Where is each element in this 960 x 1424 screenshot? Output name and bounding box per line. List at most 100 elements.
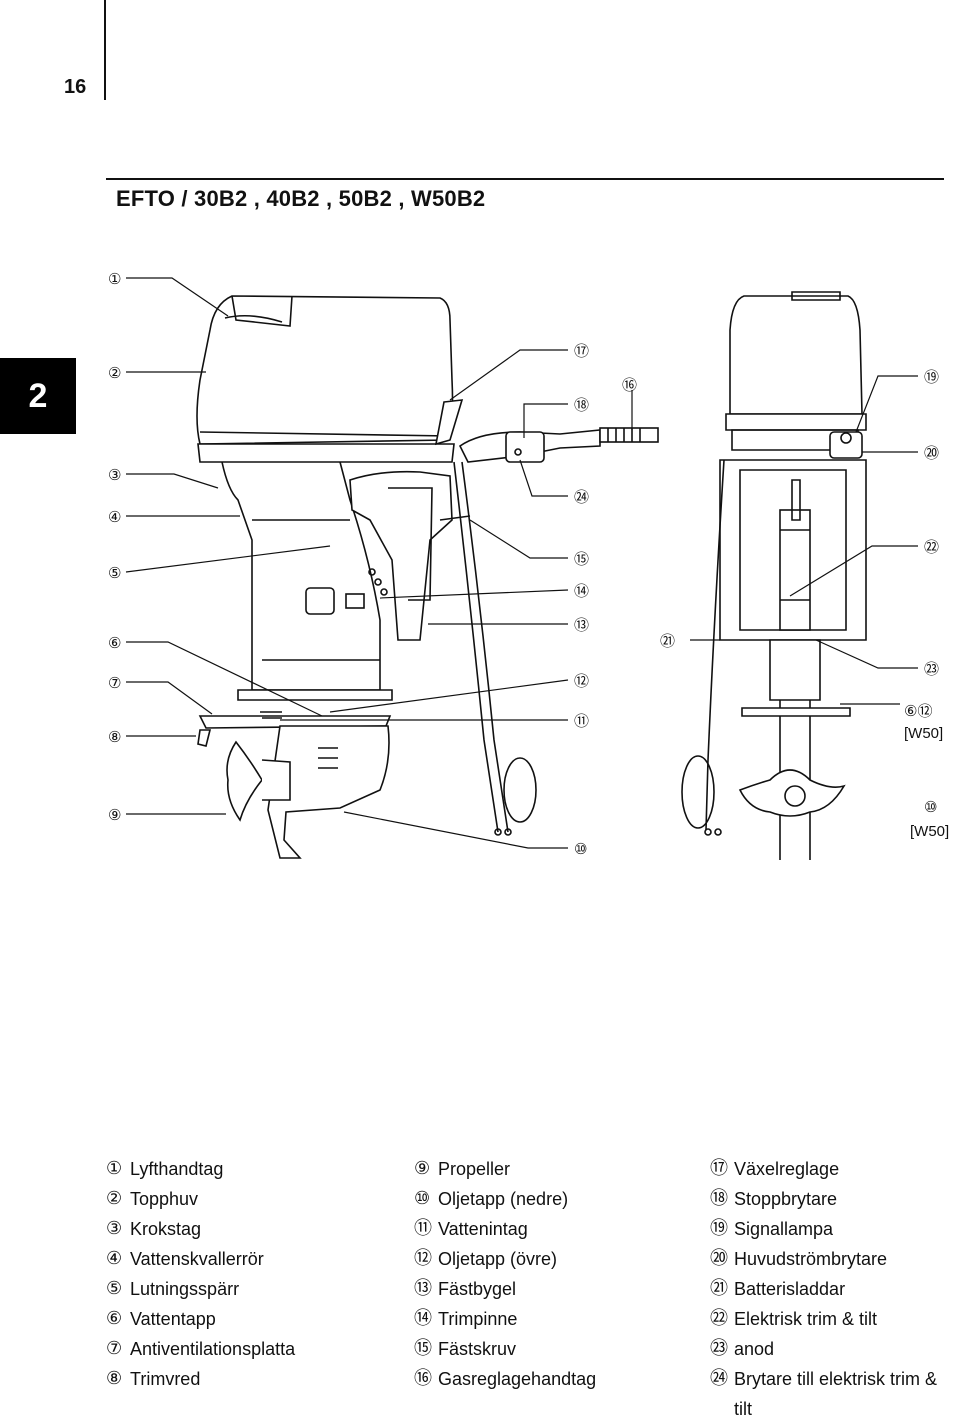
legend-item: ㉒ Elektrisk trim & tilt <box>710 1304 950 1334</box>
legend-label: anod <box>734 1339 775 1359</box>
legend-label: Huvudströmbrytare <box>734 1249 888 1269</box>
legend-num: ⑰ <box>710 1158 728 1179</box>
legend-label: Växelreglage <box>734 1159 840 1179</box>
callout-6-12-variant: [W50] <box>904 725 943 742</box>
legend-num: ⑲ <box>710 1218 728 1239</box>
callout-13: ⑬ <box>574 616 589 634</box>
legend-num: ⑬ <box>414 1278 432 1299</box>
callout-10: ⑩ <box>574 840 587 858</box>
legend-num: ② <box>106 1188 123 1209</box>
callout-20: ⑳ <box>924 444 939 462</box>
callout-17: ⑰ <box>574 342 589 360</box>
legend-label: Gasreglagehandtag <box>438 1369 597 1389</box>
legend-num: ⑩ <box>414 1188 431 1209</box>
callout-9: ⑨ <box>108 806 121 824</box>
callouts-left: ① ② ③ ④ ⑤ ⑥ ⑦ ⑧ ⑨ <box>108 270 121 824</box>
legend-label: Krokstag <box>130 1219 202 1239</box>
legend-column-2: ⑨ Propeller ⑩ Oljetapp (nedre) ⑪ Vatteninta… <box>414 1154 694 1394</box>
legend-item: ⑰ Växelreglage <box>710 1154 950 1184</box>
callout-6-12-w50: ⑥⑫ <box>904 702 932 720</box>
legend-num: ⑧ <box>106 1368 123 1389</box>
callouts-right: ⑲ ⑳ ㉒ ㉑ ㉓ ⑥⑫ [W50] ⑩ [W50] <box>660 368 949 840</box>
legend-num: ⑱ <box>710 1188 728 1209</box>
legend-label: Vattenintag <box>438 1219 528 1239</box>
legend-label: Batterisladdar <box>734 1279 846 1299</box>
legend-item: ④ Vattenskvallerrör <box>106 1244 396 1274</box>
legend-item: ⑯ Gasreglagehandtag <box>414 1364 694 1394</box>
legend-label: Lutningsspärr <box>130 1279 240 1299</box>
legend-num: ⑳ <box>710 1248 728 1269</box>
callout-15: ⑮ <box>574 550 589 568</box>
callouts-center: ⑰ ⑯ ⑱ ㉔ ⑮ ⑭ ⑬ ⑫ ⑪ ⑩ <box>574 342 637 858</box>
callout-21: ㉑ <box>660 632 675 650</box>
callout-19: ⑲ <box>924 368 939 386</box>
legend-num: ⑤ <box>106 1278 123 1299</box>
legend-item: ③ Krokstag <box>106 1214 396 1244</box>
chapter-tab: 2 <box>0 358 76 434</box>
legend-item: ⑧ Trimvred <box>106 1364 396 1394</box>
title-rule <box>106 178 944 180</box>
callout-16: ⑯ <box>622 376 637 394</box>
legend-num: ⑮ <box>414 1338 432 1359</box>
callout-8: ⑧ <box>108 728 121 746</box>
legend-num: ㉓ <box>710 1338 728 1359</box>
legend-num: ⑭ <box>414 1308 432 1329</box>
legend-label: Topphuv <box>130 1189 199 1209</box>
legend-item: ⑳ Huvudströmbrytare <box>710 1244 950 1274</box>
legend-num: ㉑ <box>710 1278 728 1299</box>
legend-column-1: ① Lyfthandtag ② Topphuv ③ Krokstag ④ Vattens… <box>106 1154 396 1394</box>
page-number: 16 <box>64 76 87 98</box>
header-divider <box>104 0 106 100</box>
legend-item: ㉓ anod <box>710 1334 950 1364</box>
callout-7: ⑦ <box>108 674 121 692</box>
legend-label: Vattentapp <box>130 1309 216 1329</box>
legend-item: ⑱ Stoppbrytare <box>710 1184 950 1214</box>
legend-num: ⑨ <box>414 1158 431 1179</box>
callout-24: ㉔ <box>574 488 589 506</box>
leader-lines-left <box>125 277 331 815</box>
legend-label: Trimvred <box>130 1369 201 1389</box>
legend-label: Lyfthandtag <box>130 1159 224 1179</box>
callout-10-w50: ⑩ <box>924 798 937 816</box>
legend-num: ㉒ <box>710 1308 728 1329</box>
legend-item: ⑪ Vattenintag <box>414 1214 694 1244</box>
leader-lines-right <box>690 375 918 705</box>
callout-22: ㉒ <box>924 538 939 556</box>
callout-11: ⑪ <box>574 712 589 730</box>
legend-num: ① <box>106 1158 123 1179</box>
callout-2: ② <box>108 364 121 382</box>
callout-6: ⑥ <box>108 634 121 652</box>
callout-12: ⑫ <box>574 672 589 690</box>
legend-label: Propeller <box>438 1159 511 1179</box>
legend-item: ① Lyfthandtag <box>106 1154 396 1184</box>
legend-item: ⑤ Lutningsspärr <box>106 1274 396 1304</box>
callout-4: ④ <box>108 508 121 526</box>
callout-10-variant: [W50] <box>910 823 949 840</box>
legend-label: Stoppbrytare <box>734 1189 838 1209</box>
callout-23: ㉓ <box>924 660 939 678</box>
legend-label: Oljetapp (nedre) <box>438 1189 569 1209</box>
legend-num: ④ <box>106 1248 123 1269</box>
legend-num: ⑯ <box>414 1368 432 1389</box>
legend-num: ⑪ <box>414 1218 432 1239</box>
legend-label: Elektrisk trim & tilt <box>734 1309 878 1329</box>
legend-num: ③ <box>106 1218 123 1239</box>
legend-label: Signallampa <box>734 1219 834 1239</box>
legend-label: Vattenskvallerrör <box>130 1249 264 1269</box>
legend-num: ⑦ <box>106 1338 123 1359</box>
legend-item: ㉑ Batterisladdar <box>710 1274 950 1304</box>
rear-view-motor <box>681 291 867 860</box>
legend-item: ⑥ Vattentapp <box>106 1304 396 1334</box>
legend-num: ⑥ <box>106 1308 123 1329</box>
side-view-motor <box>196 295 659 859</box>
page-title: EFTO / 30B2 , 40B2 , 50B2 , W50B2 <box>116 186 486 211</box>
callout-3: ③ <box>108 466 121 484</box>
callout-5: ⑤ <box>108 564 121 582</box>
leader-lines-center <box>280 349 633 849</box>
outboard-motor-diagram: ① ② ③ ④ ⑤ ⑥ ⑦ ⑧ ⑨ ⑰ ⑯ ⑱ ㉔ ⑮ ⑭ ⑬ ⑫ ⑪ ⑩ ⑲ … <box>108 270 949 860</box>
